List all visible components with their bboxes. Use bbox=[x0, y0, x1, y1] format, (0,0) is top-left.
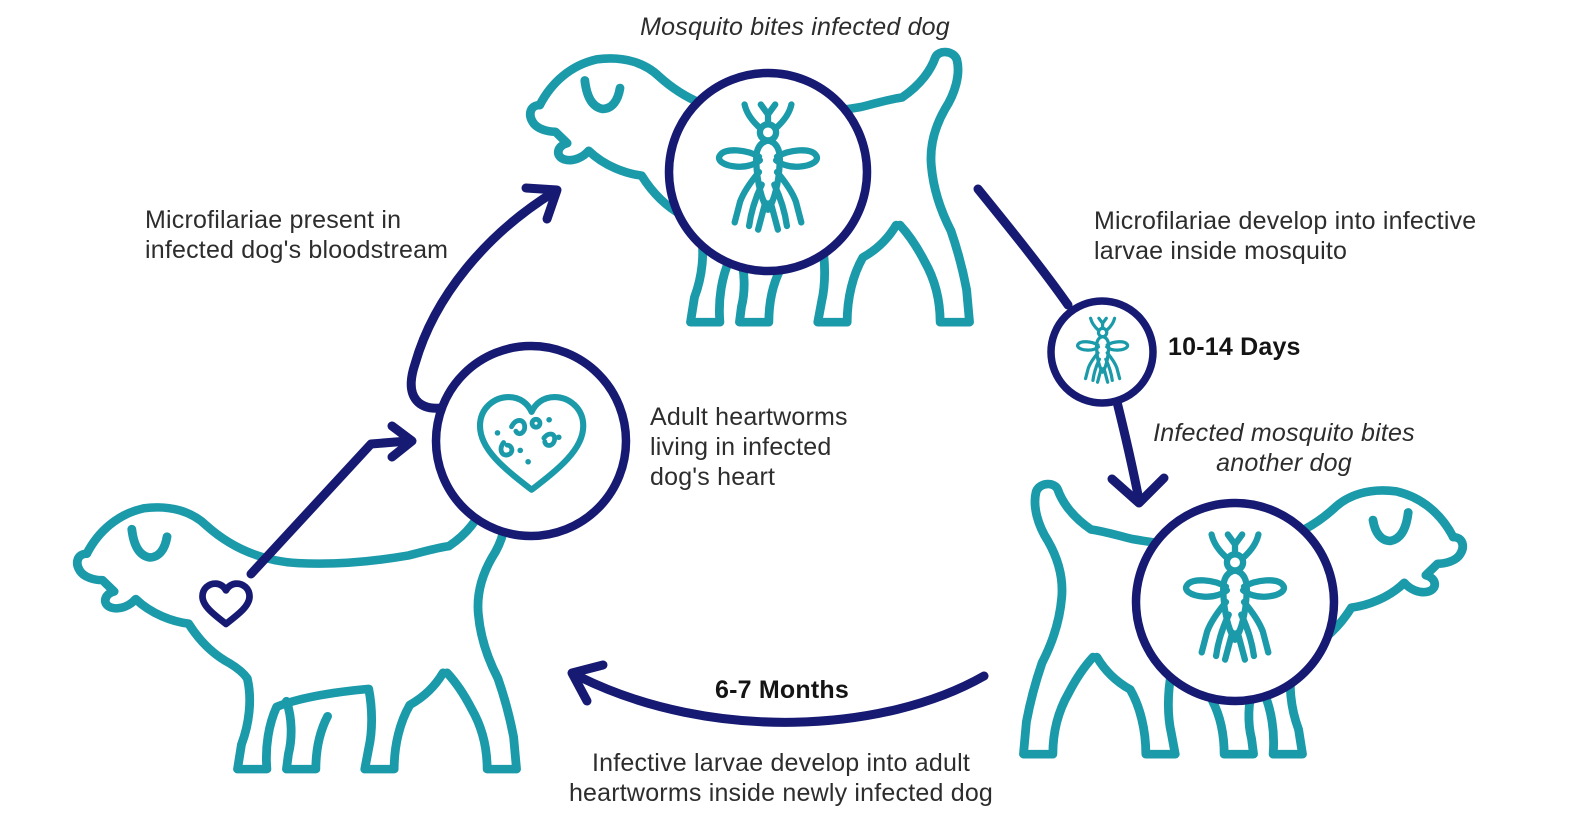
heart-icon bbox=[202, 584, 249, 624]
arrow-heart-pointer bbox=[246, 421, 417, 579]
arrow-months-cycle bbox=[567, 660, 989, 727]
caption-microfilariae-develop: Microfilariae develop into infective lar… bbox=[1094, 207, 1477, 265]
duration-days: 10-14 Days bbox=[1168, 333, 1301, 361]
caption-microfilariae-bloodstream: Microfilariae present in infected dog's … bbox=[145, 206, 449, 264]
mosquito-circle-small bbox=[1047, 297, 1157, 407]
arrow-top-dog-to-mosquito bbox=[973, 184, 1073, 310]
arrow-bloodstream-to-top-dog bbox=[406, 183, 562, 413]
mosquito-circle-right bbox=[1131, 498, 1339, 706]
heartworm-circle bbox=[431, 341, 631, 541]
mosquito-circle-top bbox=[664, 68, 872, 276]
caption-infected-mosquito-bites: Infected mosquito bites another dog bbox=[1153, 419, 1415, 477]
duration-months: 6-7 Months bbox=[715, 676, 849, 704]
arrow-mosquito-to-right-dog bbox=[1107, 393, 1169, 508]
caption-infective-larvae: Infective larvae develop into adult hear… bbox=[568, 749, 994, 807]
caption-mosquito-bites: Mosquito bites infected dog bbox=[640, 13, 950, 41]
dog-outline-left bbox=[77, 501, 516, 769]
caption-adult-heartworms: Adult heartworms living in infected dog'… bbox=[650, 403, 848, 491]
